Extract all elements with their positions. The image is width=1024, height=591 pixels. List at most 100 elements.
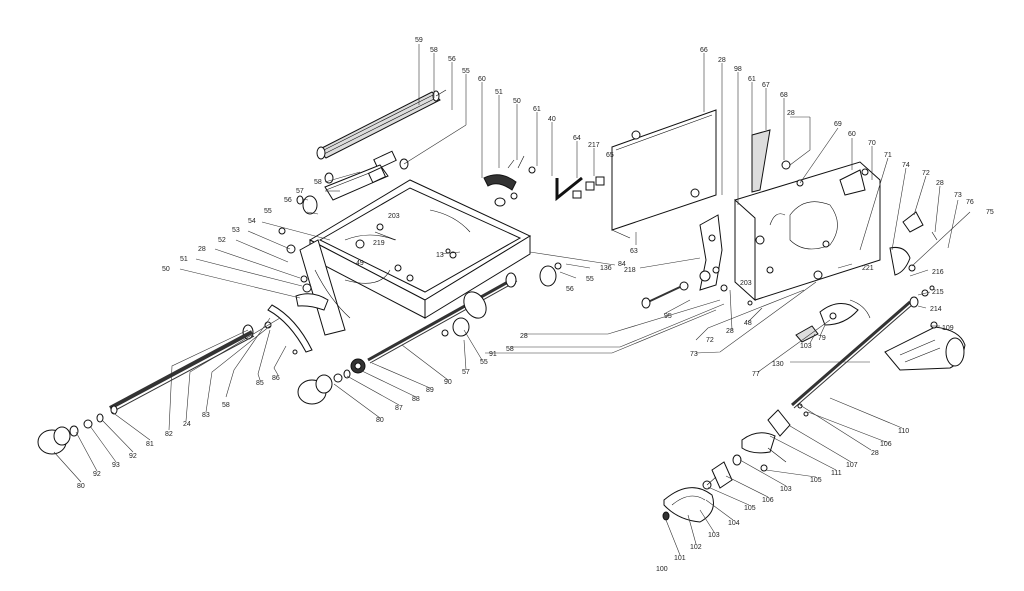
- label-74: 74: [902, 162, 910, 169]
- label-203: 203: [388, 213, 400, 220]
- label-55: 55: [462, 68, 470, 75]
- label-49: 49: [356, 260, 364, 267]
- part-number-labels: 59 58 56 55 60 51 50 61 40 64 217 65 66 …: [77, 37, 994, 573]
- label-69: 69: [834, 121, 842, 128]
- label-214: 214: [930, 306, 942, 313]
- label-51: 51: [495, 89, 503, 96]
- label-110: 110: [898, 428, 909, 435]
- parts-72-76: [889, 211, 938, 276]
- label-87: 87: [395, 405, 403, 412]
- label-51: 51: [180, 256, 188, 263]
- knob-80-left: [37, 413, 104, 455]
- label-28: 28: [718, 57, 726, 64]
- cluster-48-79: [795, 270, 871, 343]
- left-parts-50-55: [278, 227, 329, 311]
- bolt-95: [641, 266, 720, 309]
- label-56: 56: [448, 56, 456, 63]
- label-102: 102: [690, 544, 702, 551]
- label-88: 88: [412, 396, 420, 403]
- label-75: 75: [986, 209, 994, 216]
- label-70: 70: [868, 140, 876, 147]
- label-76: 76: [966, 199, 974, 206]
- label-80: 80: [77, 483, 85, 490]
- label-50: 50: [162, 266, 170, 273]
- label-130: 130: [772, 361, 784, 368]
- label-58: 58: [314, 179, 322, 186]
- label-65: 65: [606, 152, 614, 159]
- label-73: 73: [690, 351, 698, 358]
- label-215: 215: [932, 289, 944, 296]
- label-106: 106: [762, 497, 774, 504]
- shaft-81: [109, 330, 255, 415]
- label-28: 28: [936, 180, 944, 187]
- label-55: 55: [586, 276, 594, 283]
- label-77: 77: [752, 371, 760, 378]
- label-55: 55: [264, 208, 272, 215]
- label-52: 52: [218, 237, 226, 244]
- label-40: 40: [548, 116, 556, 123]
- label-73: 73: [954, 192, 962, 199]
- label-61: 61: [748, 76, 756, 83]
- label-95: 95: [664, 313, 672, 320]
- label-107: 107: [846, 462, 858, 469]
- label-106: 106: [880, 441, 892, 448]
- label-28: 28: [520, 333, 528, 340]
- label-103: 103: [708, 532, 720, 539]
- label-92: 92: [129, 453, 137, 460]
- label-50: 50: [513, 98, 521, 105]
- label-136: 136: [600, 265, 612, 272]
- label-66: 66: [700, 47, 708, 54]
- label-56: 56: [284, 197, 292, 204]
- crank-handle-101: [662, 476, 717, 523]
- right-housing: [734, 129, 881, 302]
- small-hardware: [374, 223, 938, 417]
- gear-rack-85: [242, 304, 313, 355]
- label-221: 221: [862, 265, 874, 272]
- label-79: 79: [818, 335, 826, 342]
- label-67: 67: [762, 82, 770, 89]
- label-203: 203: [740, 280, 752, 287]
- label-100: 100: [656, 566, 668, 573]
- label-105: 105: [810, 477, 822, 484]
- label-98: 98: [734, 66, 742, 73]
- label-105: 105: [744, 505, 756, 512]
- label-89: 89: [426, 387, 434, 394]
- label-60: 60: [478, 76, 486, 83]
- label-81: 81: [146, 441, 154, 448]
- label-57: 57: [462, 369, 470, 376]
- label-58: 58: [430, 47, 438, 54]
- label-109: 109: [942, 325, 954, 332]
- label-90: 90: [444, 379, 452, 386]
- label-84: 84: [618, 261, 626, 268]
- label-28: 28: [198, 246, 206, 253]
- hex-key-64: [555, 176, 583, 202]
- label-53: 53: [232, 227, 240, 234]
- label-24: 24: [183, 421, 191, 428]
- label-219: 219: [373, 240, 385, 247]
- label-83: 83: [202, 412, 210, 419]
- blocks-217: [572, 176, 605, 199]
- label-28: 28: [871, 450, 879, 457]
- label-57: 57: [296, 188, 304, 195]
- parts-105-111: [711, 409, 791, 489]
- label-218: 218: [624, 267, 636, 274]
- label-93: 93: [112, 462, 120, 469]
- label-63: 63: [630, 248, 638, 255]
- label-28: 28: [726, 328, 734, 335]
- label-103: 103: [800, 343, 812, 350]
- label-13: 13: [436, 252, 444, 259]
- cover-plate-66: [611, 109, 717, 239]
- rod-130: [791, 285, 935, 409]
- label-104: 104: [728, 520, 740, 527]
- cluster-50-61: [483, 155, 536, 207]
- label-85: 85: [256, 380, 264, 387]
- label-111: 111: [831, 470, 842, 477]
- knob-80-center: [297, 358, 366, 405]
- label-28: 28: [787, 110, 795, 117]
- handle-casting-110: [884, 326, 966, 371]
- label-64: 64: [573, 135, 581, 142]
- label-86: 86: [272, 375, 280, 382]
- label-60: 60: [848, 131, 856, 138]
- label-56: 56: [566, 286, 574, 293]
